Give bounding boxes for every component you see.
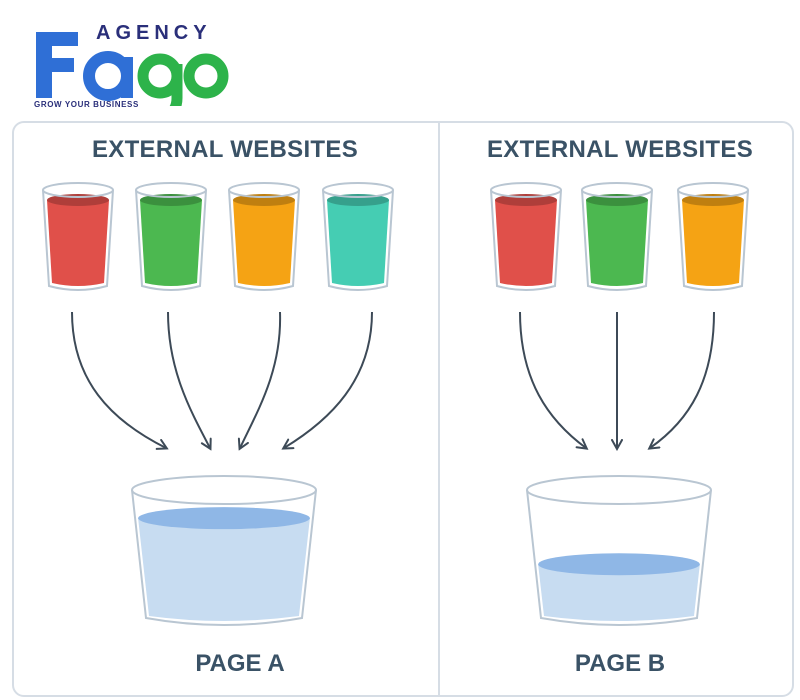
- logo-agency-text: AGENCY: [96, 22, 212, 44]
- panel-b-water: [538, 564, 700, 621]
- brand-logo: AGENCY GROW YOUR BUSINESS: [30, 18, 230, 118]
- panel-a-arrow-1: [71, 311, 166, 448]
- panel-b-cup-green: [581, 182, 653, 291]
- page-b-label: PAGE B: [574, 650, 666, 677]
- panel-a-arrow-2: [167, 311, 210, 448]
- panel-a-cup-red: [42, 182, 114, 291]
- panel-a-bucket: [131, 475, 317, 626]
- panel-a-arrow-3: [240, 311, 282, 448]
- panel-b-arrow-3: [650, 311, 715, 448]
- panel-b-bucket: [526, 475, 712, 626]
- page-a-label: PAGE A: [195, 650, 285, 677]
- panel-a-title: EXTERNAL WEBSITES: [91, 136, 359, 163]
- panel-a-cup-teal: [322, 182, 394, 291]
- panel-a-water: [138, 518, 310, 621]
- panel-a-cup-green: [135, 182, 207, 291]
- logo-wordmark: [36, 32, 229, 106]
- logo-tagline: GROW YOUR BUSINESS: [34, 100, 139, 109]
- panel-b-cup-red: [490, 182, 562, 291]
- panel-a-cup-orange: [228, 182, 300, 291]
- panel-b-title: EXTERNAL WEBSITES: [486, 136, 754, 163]
- panel-b-cup-orange: [677, 182, 749, 291]
- panel-b-arrow-1: [519, 311, 586, 448]
- panel-divider: [438, 123, 440, 695]
- panel-a-arrow-4: [284, 311, 373, 448]
